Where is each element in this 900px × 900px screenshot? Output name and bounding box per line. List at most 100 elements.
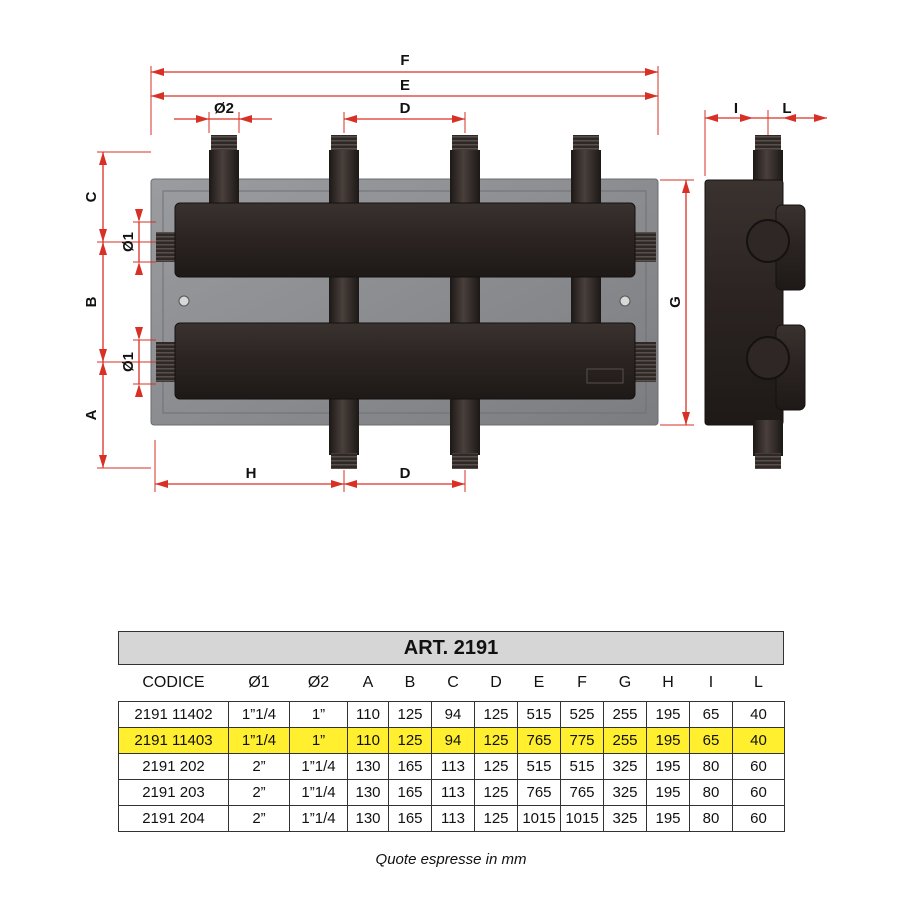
table-cell: 1”1/4 <box>228 701 290 728</box>
table-cell: 40 <box>732 701 785 728</box>
table-cell: 125 <box>474 727 518 754</box>
table-cell: 325 <box>603 753 647 780</box>
table-cell: 1” <box>289 727 348 754</box>
table-cell: 325 <box>603 805 647 832</box>
column-header: H <box>662 674 674 691</box>
table-cell: 125 <box>474 701 518 728</box>
table-cell: 80 <box>689 805 733 832</box>
front-view <box>150 135 659 469</box>
table-cell: 2191 11403 <box>118 727 229 754</box>
mounting-hole-left <box>178 295 190 307</box>
label-H: H <box>246 465 257 482</box>
column-header: C <box>447 674 459 691</box>
side-port-lower <box>746 336 790 380</box>
table-cell: 195 <box>646 753 690 780</box>
table-cell: 325 <box>603 779 647 806</box>
table-title: ART. 2191 <box>118 631 784 665</box>
table-cell: 165 <box>388 805 432 832</box>
table-cell: 515 <box>517 701 561 728</box>
table-cell: 125 <box>388 701 432 728</box>
table-cell: 60 <box>732 779 785 806</box>
table-cell: 80 <box>689 753 733 780</box>
bottom-outlet-pipes <box>329 395 480 469</box>
table-cell: 1015 <box>517 805 561 832</box>
table-cell: 165 <box>388 753 432 780</box>
column-header: Ø1 <box>248 674 270 691</box>
table-cell: 2191 11402 <box>118 701 229 728</box>
table-cell: 40 <box>732 727 785 754</box>
table-cell: 110 <box>347 727 389 754</box>
table-cell: 765 <box>560 779 604 806</box>
column-header: G <box>618 674 632 691</box>
table-cell: 125 <box>388 727 432 754</box>
table-cell: 1”1/4 <box>228 727 290 754</box>
table-cell: 60 <box>732 753 785 780</box>
label-L: L <box>782 100 791 117</box>
table-cell: 113 <box>431 753 475 780</box>
label-phi2: Ø2 <box>214 100 234 117</box>
label-G: G <box>667 296 684 308</box>
label-A: A <box>83 409 100 420</box>
table-cell: 94 <box>431 727 475 754</box>
mounting-hole-right <box>619 295 631 307</box>
table-caption: Quote espresse in mm <box>375 851 527 868</box>
table-cell: 165 <box>388 779 432 806</box>
side-port-upper <box>746 219 790 263</box>
table-cell: 130 <box>347 779 389 806</box>
label-F: F <box>400 52 409 69</box>
dimension-labels: F E D Ø2 I L C B A Ø1 Ø1 G H D <box>83 52 792 482</box>
dimension-lines <box>97 66 827 492</box>
table-cell: 65 <box>689 701 733 728</box>
table-cell: 94 <box>431 701 475 728</box>
table-cell: 1”1/4 <box>289 753 348 780</box>
side-plate <box>704 179 784 426</box>
table-cell: 515 <box>560 753 604 780</box>
table-cell: 80 <box>689 779 733 806</box>
label-C: C <box>83 191 100 202</box>
table-cell: 2191 202 <box>118 753 229 780</box>
table-cell: 195 <box>646 779 690 806</box>
table-cell: 125 <box>474 753 518 780</box>
table-cell: 195 <box>646 727 690 754</box>
table-cell: 125 <box>474 805 518 832</box>
column-header: F <box>577 674 587 691</box>
table-cell: 765 <box>517 779 561 806</box>
label-phi1-lower: Ø1 <box>120 352 137 372</box>
label-I: I <box>734 100 738 117</box>
table-cell: 255 <box>603 701 647 728</box>
table-cell: 65 <box>689 727 733 754</box>
label-D-top: D <box>400 100 411 117</box>
table-cell: 113 <box>431 805 475 832</box>
brand-mark <box>586 368 624 384</box>
column-header: D <box>490 674 502 691</box>
table-cell: 2” <box>228 753 290 780</box>
table-cell: 130 <box>347 805 389 832</box>
column-header: L <box>754 674 763 691</box>
table-cell: 765 <box>517 727 561 754</box>
top-outlet-pipes <box>209 135 601 210</box>
column-header: E <box>533 674 545 691</box>
table-cell: 130 <box>347 753 389 780</box>
table-cell: 60 <box>732 805 785 832</box>
table-cell: 525 <box>560 701 604 728</box>
column-header: CODICE <box>142 674 205 691</box>
side-view <box>704 135 806 469</box>
column-header: B <box>404 674 416 691</box>
table-cell: 195 <box>646 701 690 728</box>
label-phi1-upper: Ø1 <box>120 232 137 252</box>
table-cell: 775 <box>560 727 604 754</box>
table-cell: 113 <box>431 779 475 806</box>
lower-header <box>174 322 636 400</box>
table-cell: 1”1/4 <box>289 779 348 806</box>
table-cell: 195 <box>646 805 690 832</box>
table-cell: 2191 203 <box>118 779 229 806</box>
upper-header <box>174 202 636 278</box>
